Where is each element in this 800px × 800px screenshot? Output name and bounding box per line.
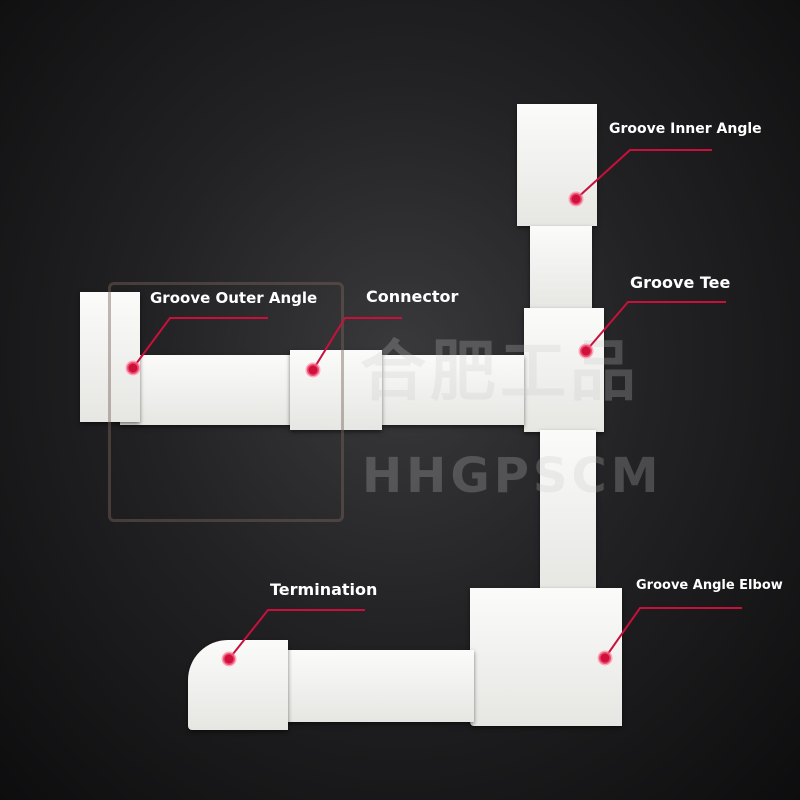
connector-piece [290,350,382,430]
elbow-piece [470,588,622,726]
vertical-channel-top [530,226,592,310]
marker-connector [305,362,321,378]
marker-outer-angle [125,360,141,376]
leader-inner-angle [575,149,712,200]
label-elbow: Groove Angle Elbow [636,578,783,593]
marker-elbow [597,650,613,666]
label-tee: Groove Tee [630,273,731,292]
leader-termination [228,609,365,660]
tee-piece [524,308,604,432]
leader-tee [585,301,726,352]
inner-angle-piece [517,104,597,226]
label-inner-angle: Groove Inner Angle [609,121,762,137]
leader-outer-angle [132,317,268,369]
label-outer-angle: Groove Outer Angle [150,289,318,307]
leader-elbow [604,607,742,659]
marker-termination [221,651,237,667]
watermark-logo [108,282,344,522]
vertical-channel-bottom [540,430,596,590]
label-connector: Connector [366,287,459,306]
outer-angle-piece [80,292,140,422]
label-termination: Termination [270,580,378,599]
bottom-channel [284,650,474,722]
marker-inner-angle [568,191,584,207]
watermark-en: HHGPSCM [362,448,663,504]
marker-tee [578,343,594,359]
leader-connector [312,317,402,371]
termination-piece [188,640,288,730]
